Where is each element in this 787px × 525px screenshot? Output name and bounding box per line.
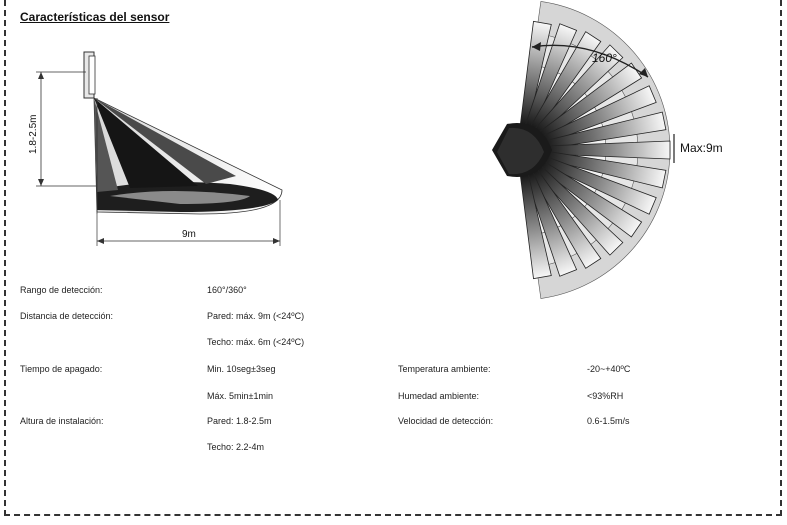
angle-label: 160° [592, 51, 617, 65]
spec-value-humidity: <93%RH [587, 391, 624, 401]
spec-value-distance-wall: Pared: máx. 9m (<24ºC) [207, 311, 305, 321]
spec-label-detection-speed: Velocidad de detección: [398, 416, 494, 426]
spec-value-off-time-max: Máx. 5min±1min [207, 391, 273, 401]
spec-value-distance-ceiling: Techo: máx. 6m (<24ºC) [207, 337, 305, 347]
spec-label-temperature: Temperatura ambiente: [398, 364, 491, 374]
spec-label-install-height: Altura de instalación: [20, 416, 104, 426]
top-view-diagram: 160° Max:9m [492, 1, 723, 299]
range-label: Max:9m [680, 141, 723, 155]
distance-label: 9m [182, 229, 196, 240]
spec-label-distance: Distancia de detección: [20, 311, 114, 321]
spec-value-range: 160°/360° [207, 285, 247, 295]
spec-value-temperature: -20~+40ºC [587, 364, 631, 374]
detection-cone-inner [94, 98, 198, 188]
height-label: 1.8-2.5m [28, 115, 39, 154]
spec-label-off-time: Tiempo de apagado: [20, 364, 103, 374]
spec-value-install-wall: Pared: 1.8-2.5m [207, 416, 272, 426]
dashed-frame [4, 0, 782, 516]
section-title: Características del sensor [20, 10, 170, 24]
spec-value-install-ceiling: Techo: 2.2-4m [207, 442, 265, 452]
side-view-diagram: 1.8-2.5m 9m [28, 51, 283, 246]
spec-label-range: Rango de detección: [20, 285, 103, 295]
angle-arc [531, 44, 649, 78]
spec-value-off-time-min: Min. 10seg±3seg [207, 364, 276, 374]
spec-value-detection-speed: 0.6-1.5m/s [587, 416, 630, 426]
spec-label-humidity: Humedad ambiente: [398, 391, 480, 401]
